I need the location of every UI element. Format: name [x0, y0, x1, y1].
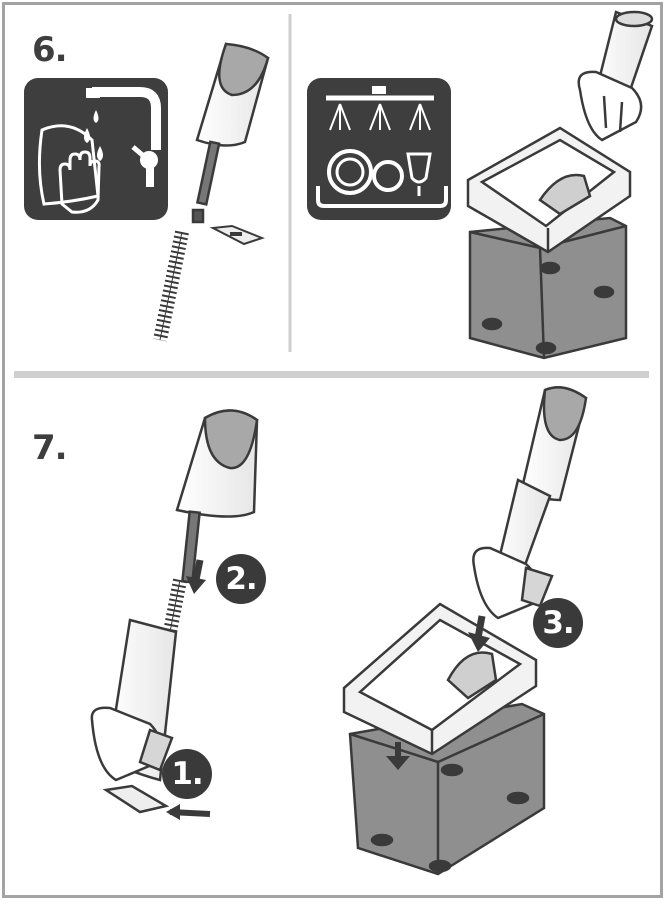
sub-step-badge-3: 3. [533, 598, 583, 648]
rinse-aid-tube-6 [193, 44, 268, 222]
spring-7 [170, 580, 180, 632]
tube-holder-7 [473, 387, 586, 618]
step-number-7: 7. [32, 428, 67, 468]
dishwasher-icon [307, 78, 451, 220]
spring-6 [160, 232, 182, 340]
hand-wash-icon [24, 78, 168, 220]
tube-holder-6 [579, 12, 652, 140]
clip-6 [213, 226, 262, 244]
press-arrow-2 [196, 560, 200, 580]
sub-step-badge-1: 1. [162, 749, 212, 799]
step-number-6: 6. [32, 30, 67, 70]
horizontal-divider [14, 371, 649, 378]
sub-step-badge-2: 2. [216, 554, 266, 604]
insert-arrow-3 [478, 616, 482, 638]
